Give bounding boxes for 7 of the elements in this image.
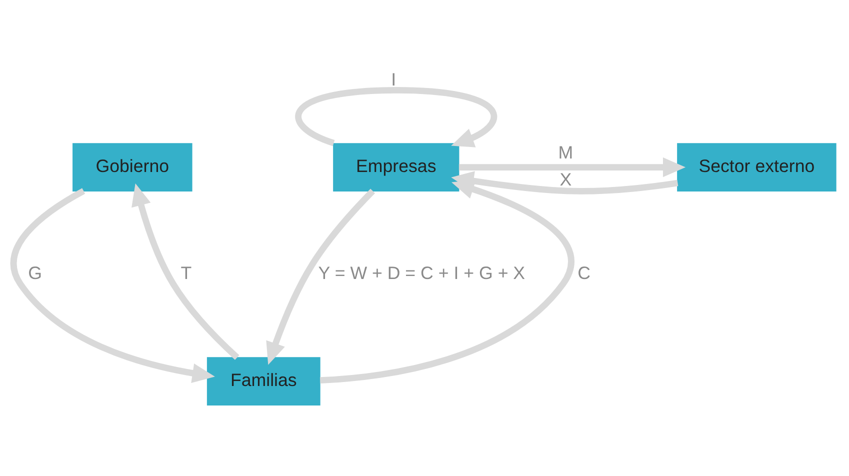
edge-label: C xyxy=(578,263,591,284)
edge-label: G xyxy=(28,263,42,284)
edge-label: X xyxy=(560,169,572,190)
edge-label: Y = W + D = C + I + G + X xyxy=(318,263,526,284)
edge-label: M xyxy=(558,142,574,163)
edge-label: T xyxy=(180,263,192,284)
edge-label: I xyxy=(391,69,396,90)
